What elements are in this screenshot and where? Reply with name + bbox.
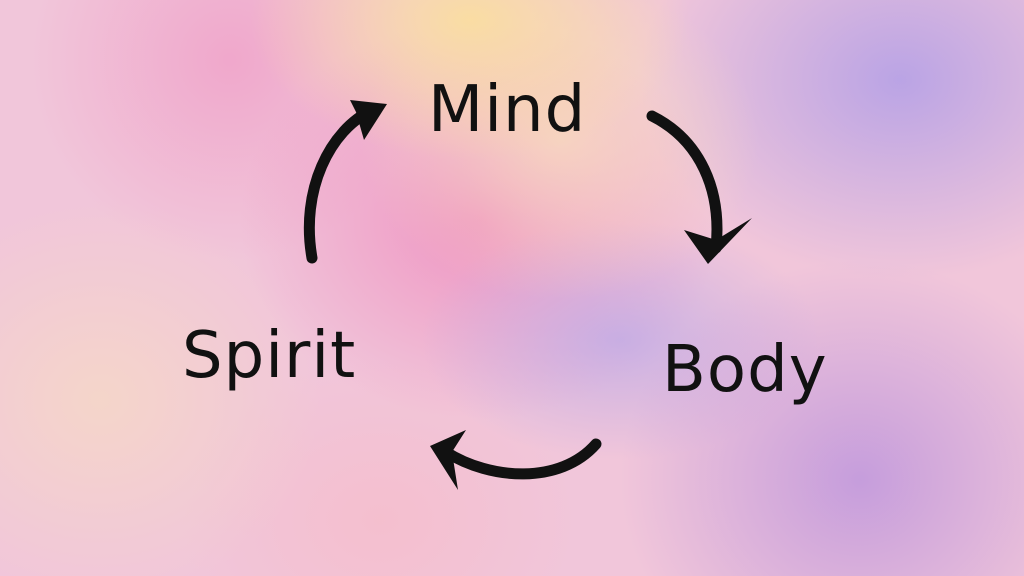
arrow-spirit-to-mind [303, 104, 378, 264]
arrowhead-mind-icon [350, 100, 387, 140]
node-spirit: Spirit [182, 319, 357, 393]
arrow-mind-to-body [646, 110, 723, 254]
arrowhead-body-icon [684, 218, 752, 264]
node-mind: Mind [428, 73, 587, 147]
arrowhead-spirit-icon [430, 430, 466, 490]
arrow-body-to-spirit [440, 438, 602, 480]
node-body: Body [662, 333, 828, 407]
